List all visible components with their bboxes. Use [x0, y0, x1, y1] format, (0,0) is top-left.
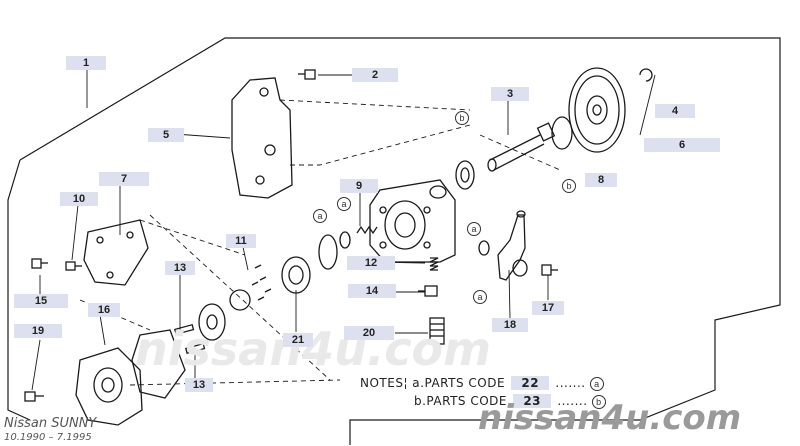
- notes-b-marker: b: [591, 395, 606, 409]
- bracket-part-7: [83, 219, 149, 286]
- cam-ring-part-21: [281, 256, 311, 294]
- valve-part-20: [429, 317, 445, 345]
- callout-17[interactable]: 17: [532, 301, 564, 315]
- pulley-part-8: [568, 67, 626, 153]
- callout-7[interactable]: 7: [99, 172, 149, 186]
- notes-a-dots: .......: [555, 376, 586, 390]
- notes-b-code[interactable]: 23: [513, 394, 552, 408]
- callout-4[interactable]: 4: [655, 104, 695, 118]
- callout-13-upper[interactable]: 13: [165, 261, 195, 275]
- marker-a-3: a: [467, 222, 481, 236]
- callout-1[interactable]: 1: [66, 56, 106, 70]
- callout-14[interactable]: 14: [348, 284, 396, 298]
- callout-13-lower[interactable]: 13: [185, 378, 213, 392]
- rear-housing-part-16: [75, 347, 143, 426]
- callout-6[interactable]: 6: [644, 138, 720, 152]
- marker-a-4: a: [473, 290, 487, 304]
- pump-body: [369, 179, 456, 263]
- notes-b-prefix: b.PARTS CODE: [414, 394, 507, 408]
- marker-b-top: b: [455, 111, 469, 125]
- notes-b-dots: .......: [557, 394, 588, 408]
- callout-2[interactable]: 2: [352, 68, 398, 82]
- bottom-watermark: nissan4u.com: [478, 398, 742, 438]
- model-name: Nissan SUNNY: [4, 416, 97, 431]
- callout-3[interactable]: 3: [491, 87, 529, 101]
- notes-line-b: b.PARTS CODE 23 ....... b: [414, 394, 606, 409]
- connector-part-18: [497, 210, 528, 281]
- callout-21[interactable]: 21: [283, 333, 313, 347]
- callout-12[interactable]: 12: [347, 256, 395, 270]
- model-dates: 10.1990 – 7.1995: [4, 432, 92, 443]
- marker-a-1: a: [313, 209, 327, 223]
- notes-line-a: NOTES¦ a.PARTS CODE 22 ....... a: [360, 376, 604, 391]
- bracket-part-5: [231, 77, 293, 199]
- marker-a-2: a: [337, 197, 351, 211]
- callout-20[interactable]: 20: [344, 326, 394, 340]
- marker-b-pulley: b: [562, 179, 576, 193]
- notes-a-code[interactable]: 22: [511, 376, 550, 390]
- callout-9[interactable]: 9: [340, 179, 378, 193]
- callout-10[interactable]: 10: [60, 192, 98, 206]
- shaft-part-3: [487, 122, 556, 172]
- callout-11[interactable]: 11: [226, 234, 256, 248]
- assembly-boundary: [7, 37, 781, 445]
- notes-a-marker: a: [589, 377, 604, 391]
- center-watermark: nissan4u.com: [135, 322, 492, 376]
- callout-18[interactable]: 18: [492, 318, 528, 332]
- bolt-part-2: [298, 69, 316, 80]
- callout-16[interactable]: 16: [88, 303, 120, 317]
- callout-19[interactable]: 19: [14, 324, 62, 338]
- callout-5[interactable]: 5: [148, 128, 184, 142]
- notes-a-prefix: NOTES¦ a.PARTS CODE: [360, 376, 506, 390]
- callout-15[interactable]: 15: [14, 294, 68, 308]
- rotor-part-11: [229, 264, 272, 311]
- callout-8[interactable]: 8: [585, 173, 617, 187]
